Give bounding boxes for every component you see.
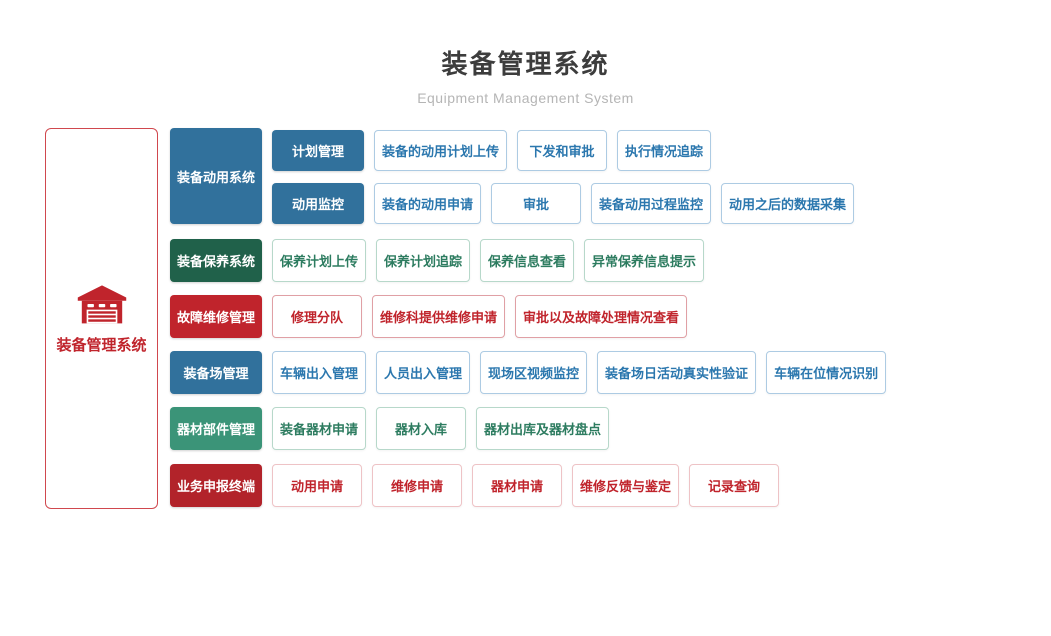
- module-button: 保养信息查看: [480, 239, 575, 282]
- module-button: 审批以及故障处理情况查看: [515, 295, 688, 338]
- module-button: 动用申请: [272, 464, 362, 507]
- module-button: 保养计划上传: [272, 239, 367, 282]
- category-block: 故障维修管理: [170, 295, 262, 338]
- module-button: 装备的动用计划上传: [374, 130, 508, 171]
- category-block: 装备动用系统: [170, 128, 262, 224]
- category-block: 业务申报终端: [170, 464, 262, 507]
- module-button: 保养计划追踪: [376, 239, 471, 282]
- root-label: 装备管理系统: [56, 336, 147, 354]
- header: 装备管理系统 Equipment Management System: [0, 44, 1051, 106]
- diagram-row: 装备保养系统保养计划上传保养计划追踪保养信息查看异常保养信息提示: [170, 239, 705, 282]
- diagram-row: 业务申报终端动用申请维修申请器材申请维修反馈与鉴定记录查询: [170, 464, 780, 507]
- subcategory-block: 计划管理: [272, 130, 364, 171]
- page-title: 装备管理系统: [441, 49, 610, 79]
- diagram-row: 器材部件管理装备器材申请器材入库器材出库及器材盘点: [170, 407, 610, 450]
- module-button: 动用之后的数据采集: [721, 183, 855, 224]
- diagram-row: 故障维修管理修理分队维修科提供维修申请审批以及故障处理情况查看: [170, 295, 688, 338]
- module-button: 车辆在位情况识别: [766, 351, 887, 394]
- diagram-rows: 装备动用系统计划管理装备的动用计划上传下发和审批执行情况追踪动用监控装备的动用申…: [170, 128, 1005, 509]
- category-block: 装备保养系统: [170, 239, 262, 282]
- module-button: 审批: [491, 183, 582, 224]
- module-button: 现场区视频监控: [480, 351, 588, 394]
- module-button: 装备场日活动真实性验证: [597, 351, 757, 394]
- module-button: 维修反馈与鉴定: [572, 464, 680, 507]
- subcategory-block: 动用监控: [272, 183, 364, 224]
- category-block: 装备场管理: [170, 351, 262, 394]
- module-button: 装备动用过程监控: [591, 183, 712, 224]
- module-button: 记录查询: [689, 464, 780, 507]
- diagram: 装备管理系统 装备动用系统计划管理装备的动用计划上传下发和审批执行情况追踪动用监…: [45, 128, 1005, 509]
- category-block: 器材部件管理: [170, 407, 262, 450]
- diagram-row: 动用监控装备的动用申请审批装备动用过程监控动用之后的数据采集: [272, 183, 855, 224]
- root-panel: 装备管理系统: [45, 128, 158, 509]
- module-button: 下发和审批: [517, 130, 608, 171]
- module-button: 装备器材申请: [272, 407, 367, 450]
- diagram-row: 装备场管理车辆出入管理人员出入管理现场区视频监控装备场日活动真实性验证车辆在位情…: [170, 351, 887, 394]
- module-button: 器材申请: [472, 464, 562, 507]
- module-button: 执行情况追踪: [617, 130, 712, 171]
- module-button: 人员出入管理: [376, 351, 471, 394]
- page-subtitle: Equipment Management System: [417, 90, 634, 106]
- module-button: 车辆出入管理: [272, 351, 367, 394]
- module-button: 维修申请: [372, 464, 462, 507]
- module-button: 器材入库: [376, 407, 467, 450]
- module-button: 器材出库及器材盘点: [476, 407, 610, 450]
- module-button: 维修科提供维修申请: [372, 295, 506, 338]
- module-button: 装备的动用申请: [374, 183, 482, 224]
- diagram-row: 计划管理装备的动用计划上传下发和审批执行情况追踪: [272, 130, 712, 171]
- module-button: 修理分队: [272, 295, 362, 338]
- module-button: 异常保养信息提示: [584, 239, 705, 282]
- garage-icon: [77, 284, 126, 323]
